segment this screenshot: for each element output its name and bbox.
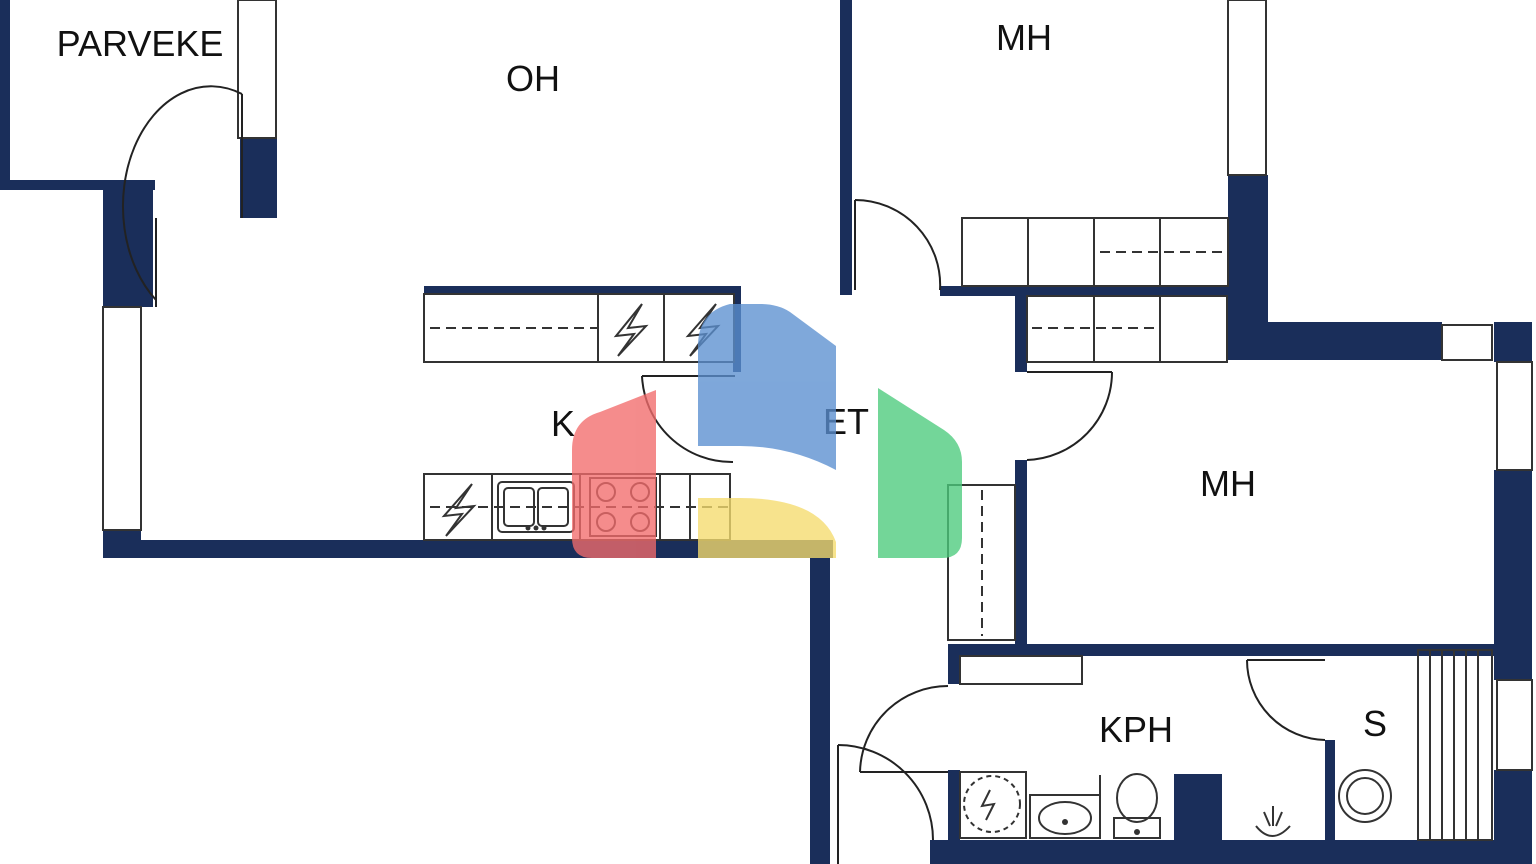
lightning-bolt-icon [613,303,649,357]
room-label-k: K [551,403,575,444]
logo-yellow-shape [698,498,836,558]
lightning-bolt-icon [441,483,477,537]
floor-drain-icon [1255,806,1291,837]
stove-icon [1338,769,1392,823]
toilet-icon [1113,773,1161,839]
lightning-bolt-icon [685,303,721,357]
logo-red-shape [572,390,656,558]
doors [121,85,1326,864]
room-label-kph: KPH [1099,709,1173,750]
logo-green-shape [878,388,962,558]
room-label-s: S [1363,703,1387,744]
brand-logo-watermark [572,304,962,558]
sink-icon [1038,801,1092,835]
room-label-parveke: PARVEKE [57,23,224,64]
room-label-oh: OH [506,58,560,99]
sink-icon [497,481,575,533]
logo-blue-shape [698,304,836,470]
washing-machine-icon [963,775,1021,833]
room-label-mh-top: MH [996,17,1052,58]
room-label-mh-right: MH [1200,463,1256,504]
